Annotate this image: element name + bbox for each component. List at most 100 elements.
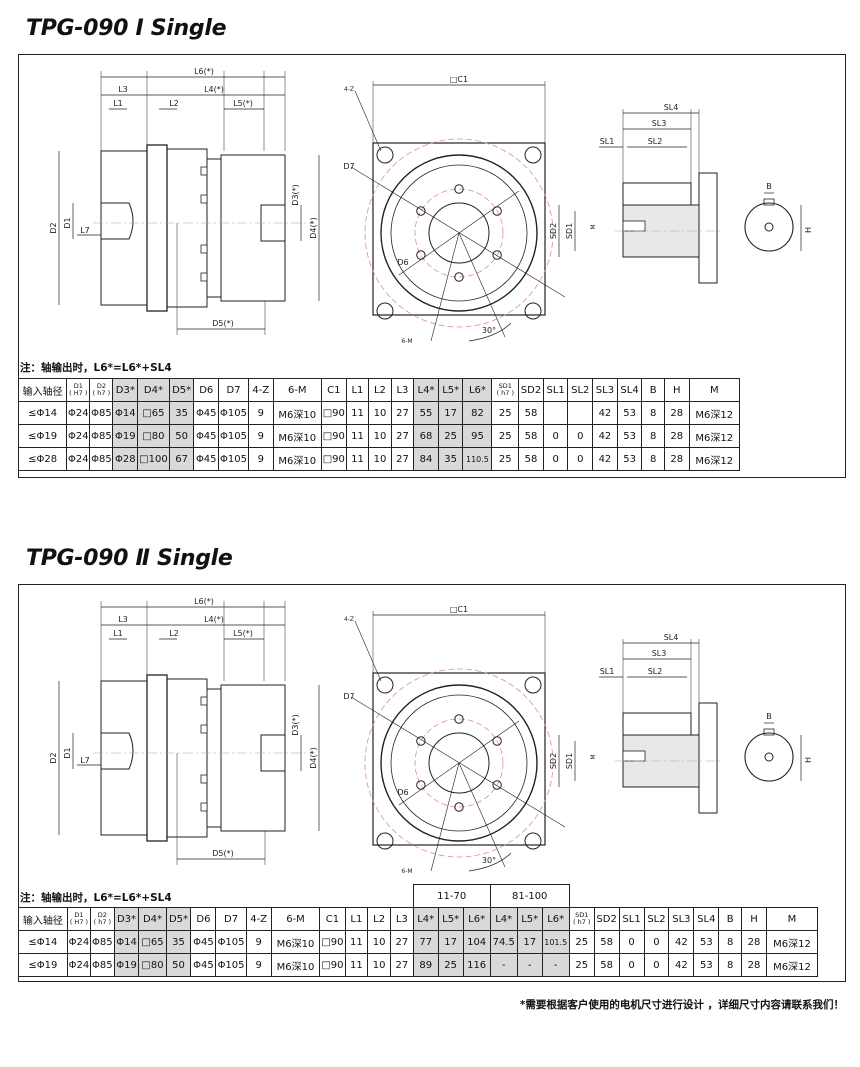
bolt-head [200, 802, 208, 812]
table-cell: Φ105 [215, 953, 247, 977]
table-cell: ≤Φ19 [17, 424, 68, 448]
table-cell: 0 [542, 424, 569, 448]
mounting-hole [524, 676, 542, 694]
dim-leader [354, 620, 382, 682]
column-header: H [663, 378, 690, 402]
shaft-end [744, 202, 794, 252]
table-cell: 8 [718, 930, 743, 954]
dim-leader [354, 90, 382, 152]
table-cell: 28 [663, 447, 690, 471]
mounting-hole [524, 832, 542, 850]
table-cell: 11 [345, 424, 370, 448]
table-cell: M6深12 [688, 401, 741, 425]
table-cell: Φ24 [66, 424, 91, 448]
table-cell: - [516, 953, 543, 977]
column-header: D4* [138, 907, 167, 931]
table-cell: 84 [413, 447, 439, 471]
table-cell: 53 [693, 953, 720, 977]
table-cell: M6深10 [272, 447, 322, 471]
table-cell: Φ24 [66, 930, 92, 954]
keyway [763, 728, 775, 736]
table-cell: □90 [320, 424, 347, 448]
table-cell: 9 [248, 401, 274, 425]
dim-label-l7: L7 [80, 226, 90, 235]
dim-label-h: H [804, 227, 813, 233]
end-view: BH [744, 182, 813, 252]
header-subline: ( h7 ) [92, 389, 111, 397]
column-header: D3* [113, 907, 140, 931]
table-cell: Φ19 [112, 424, 139, 448]
tapped-hole [492, 206, 502, 216]
dim-label-d4: D4(*) [309, 217, 318, 239]
column-header: 4-Z [245, 907, 272, 931]
header-subline: ( h7 ) [93, 918, 112, 926]
header-line: D1 [74, 911, 84, 919]
column-header: B [718, 907, 743, 931]
table-cell: □90 [319, 953, 346, 977]
note-spacer [19, 885, 414, 908]
dim-label-sl2: SL2 [648, 667, 663, 676]
column-header: H [741, 907, 767, 931]
ratio-group-header: 11-70 [412, 884, 491, 908]
column-header: 6-M [272, 378, 322, 402]
table-cell: Φ85 [89, 447, 114, 471]
table-cell: ≤Φ14 [17, 401, 68, 425]
dim-label-l5: L5(*) [233, 99, 253, 108]
group-spacer [568, 884, 818, 908]
column-header: D5* [168, 378, 195, 402]
dim-leader [350, 696, 566, 828]
header-line: D2 [96, 382, 106, 390]
dim-label-l2: L2 [169, 629, 179, 638]
header-line: D2 [97, 911, 107, 919]
shaft-tap [764, 222, 774, 232]
table-cell: 95 [462, 424, 493, 448]
table-cell: 42 [668, 953, 695, 977]
header-subline: ( h7 ) [496, 389, 515, 397]
dim-label-deg: 30° [482, 326, 496, 335]
table-cell: 53 [693, 930, 720, 954]
table-cell: 42 [592, 401, 618, 425]
dim-label-d3: D3(*) [291, 714, 300, 736]
column-header: D7 [215, 907, 247, 931]
column-header: L4* [412, 907, 439, 931]
tapped-hole [454, 714, 464, 724]
table-cell: 9 [248, 447, 274, 471]
table-cell: 10 [368, 401, 392, 425]
bolt-head [200, 774, 208, 784]
table-cell: 8 [641, 401, 665, 425]
dim-label-sd2: SD2 [549, 223, 558, 239]
column-header: D3* [112, 378, 139, 402]
dim-label-d1: D1 [63, 217, 72, 228]
dim-label-d1: D1 [63, 747, 72, 758]
column-header: SL3 [668, 907, 695, 931]
tap-circle [414, 188, 504, 278]
dim-label-l4: L4(*) [204, 85, 224, 94]
dim-label-sl1: SL1 [600, 137, 615, 146]
table-cell: 53 [616, 424, 643, 448]
column-header: SL2 [643, 907, 670, 931]
tapped-hole [622, 750, 646, 762]
table-cell: 25 [437, 424, 464, 448]
table-cell: 17 [516, 930, 543, 954]
output-housing [220, 684, 286, 832]
keyway [763, 198, 775, 206]
shaft-end [744, 732, 794, 782]
table-cell: Φ105 [218, 401, 250, 425]
housing-ring [206, 158, 222, 298]
table-cell: Φ45 [190, 953, 217, 977]
pilot-circle [380, 154, 538, 312]
section2-note: 注：轴输出时，L6*=L6*+SL4 [20, 892, 172, 904]
column-header: 输入轴径 [18, 907, 68, 931]
mounting-hole [524, 146, 542, 164]
dim-label-b: B [766, 182, 772, 191]
table-cell: - [489, 953, 518, 977]
